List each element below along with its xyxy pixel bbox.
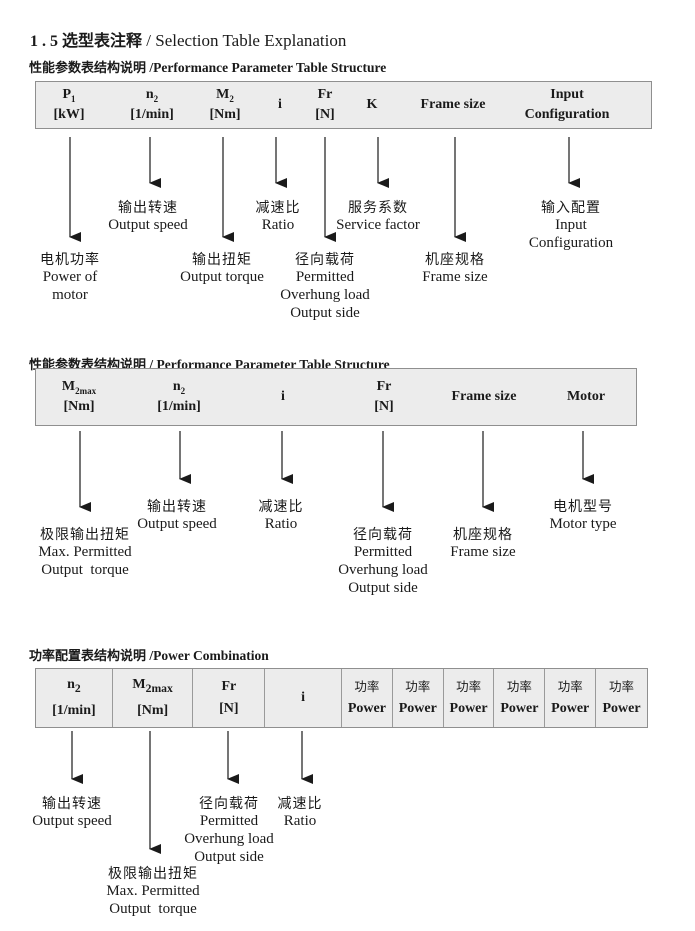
t1-col-i: i: [278, 97, 282, 112]
t2-col-fr: Fr[N]: [374, 379, 394, 414]
t2-col-motor: Motor: [566, 389, 606, 404]
t2-col-n2: n2[1/min]: [157, 378, 201, 415]
t3-col-i: i: [265, 669, 342, 727]
section3-heading-sep: /: [146, 648, 154, 663]
page-title-zh: 1 . 5 选型表注释: [30, 33, 143, 50]
section1-heading: 性能参数表结构说明 /Performance Parameter Table S…: [13, 39, 386, 95]
t2-col-m2max: M2max[Nm]: [61, 378, 97, 415]
t1-col-fr: Fr[N]: [315, 87, 335, 122]
t3-col-n2: n2[1/min]: [36, 669, 113, 727]
t1-col-k: K: [366, 97, 378, 112]
section3-heading: 功率配置表结构说明 /Power Combination: [13, 627, 269, 683]
t1-col-frame-size: Frame size: [420, 97, 486, 112]
section3-heading-en: Power Combination: [153, 648, 269, 663]
section3-heading-zh: 功率配置表结构说明: [29, 648, 147, 663]
t3-col-fr: Fr[N]: [193, 669, 266, 727]
section1-heading-sep: /: [146, 60, 154, 75]
page-title: 1 . 5 选型表注释 / Selection Table Explanatio…: [14, 9, 346, 69]
section1-heading-en: Performance Parameter Table Structure: [153, 60, 387, 75]
performance-table-1-header: P1[kW] n2[1/min] M2[Nm] i Fr[N] K Frame …: [35, 81, 652, 129]
t2-col-i: i: [281, 389, 285, 404]
section2-heading-sep: /: [146, 357, 157, 372]
t2-col-frame-size: Frame size: [451, 389, 517, 404]
page-title-en: Selection Table Explanation: [155, 31, 347, 50]
t1-col-m2: M2[Nm]: [209, 86, 241, 123]
t1-col-p1: P1[kW]: [53, 86, 85, 123]
t1-col-n2: n2[1/min]: [130, 86, 174, 123]
performance-table-2-header: M2max[Nm] n2[1/min] i Fr[N] Frame size M…: [35, 368, 637, 426]
page-title-sep: /: [142, 31, 156, 50]
section1-heading-zh: 性能参数表结构说明: [29, 60, 147, 75]
t3-col-m2max: M2max[Nm]: [113, 669, 194, 727]
